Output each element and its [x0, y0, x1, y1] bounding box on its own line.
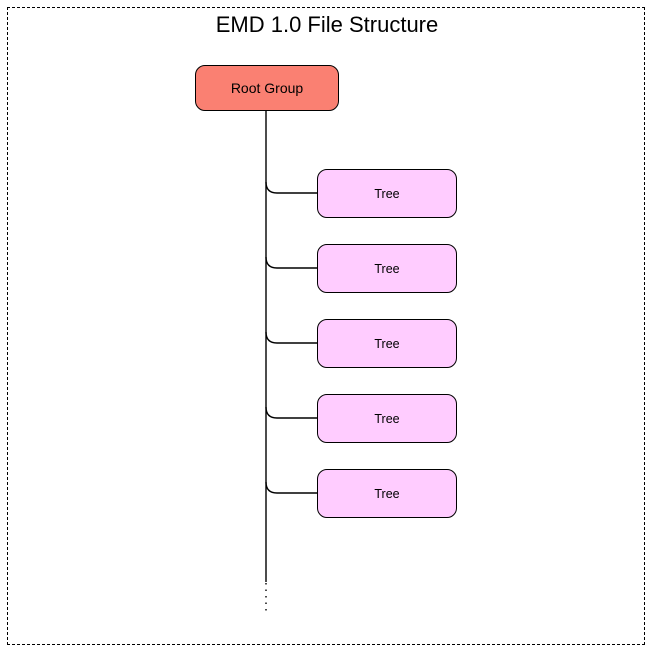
branch-connector-1 [265, 181, 317, 194]
node-tree-4-label: Tree [374, 411, 400, 426]
node-tree-2-label: Tree [374, 261, 400, 276]
branch-connector-5 [265, 481, 317, 494]
branch-connector-3 [265, 331, 317, 344]
node-tree-1[interactable]: Tree [317, 169, 457, 218]
branch-connector-4 [265, 406, 317, 419]
page-title: EMD 1.0 File Structure [215, 12, 439, 37]
node-tree-5[interactable]: Tree [317, 469, 457, 518]
node-root-group-label: Root Group [230, 80, 304, 96]
node-root-group[interactable]: Root Group [195, 65, 339, 111]
node-tree-5-label: Tree [374, 486, 400, 501]
node-tree-1-label: Tree [374, 186, 400, 201]
node-tree-4[interactable]: Tree [317, 394, 457, 443]
node-tree-2[interactable]: Tree [317, 244, 457, 293]
node-tree-3-label: Tree [374, 336, 400, 351]
node-tree-3[interactable]: Tree [317, 319, 457, 368]
branch-connector-2 [265, 256, 317, 269]
